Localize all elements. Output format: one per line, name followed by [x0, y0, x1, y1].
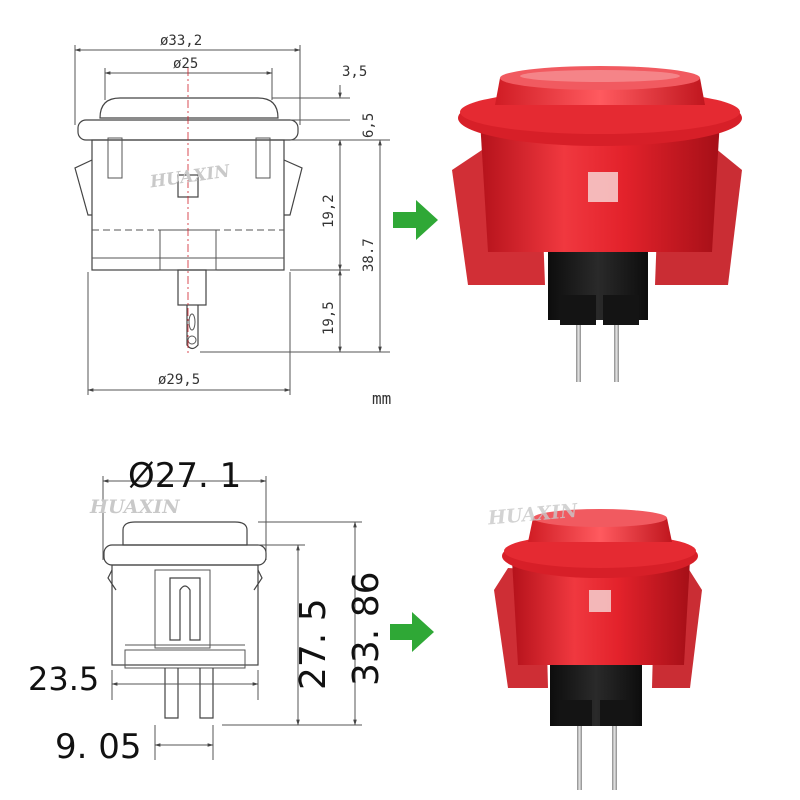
top-flange-height-label: 6,5 [361, 113, 377, 138]
top-cap-diameter-label: ø25 [173, 56, 198, 72]
top-total-height-label: 38.7 [361, 238, 377, 272]
top-technical-drawing: ø33,2 ø25 3,5 6,5 19,2 38.7 19,5 ø29,5 m… [74, 33, 391, 408]
bottom-base-width-label: 23.5 [28, 660, 99, 698]
bottom-pin-spacing-label: 9. 05 [55, 727, 142, 767]
top-cap-height-label: 3,5 [342, 64, 367, 80]
bottom-body-height-label: 27. 5 [293, 598, 334, 690]
watermark-bottom-drawing: HUAXIN [89, 496, 180, 518]
arrow-icon-top [393, 200, 438, 240]
top-outer-diameter-label: ø33,2 [160, 33, 202, 49]
unit-label: mm [372, 389, 391, 408]
bottom-technical-drawing: Ø27. 1 27. 5 33. 86 23.5 9. 05 HUAXIN [28, 456, 387, 767]
bottom-diameter-label: Ø27. 1 [128, 456, 241, 496]
watermark-top-drawing: HUAXIN [148, 161, 233, 192]
top-base-diameter-label: ø29,5 [158, 372, 200, 388]
top-body-height-label: 19,2 [321, 194, 337, 228]
bottom-total-height-label: 33. 86 [346, 571, 387, 686]
top-pin-length-label: 19,5 [321, 301, 337, 335]
bottom-button-photo: HUAXIN [486, 500, 702, 790]
top-button-photo [452, 66, 742, 382]
arrow-icon-bottom [390, 612, 434, 652]
